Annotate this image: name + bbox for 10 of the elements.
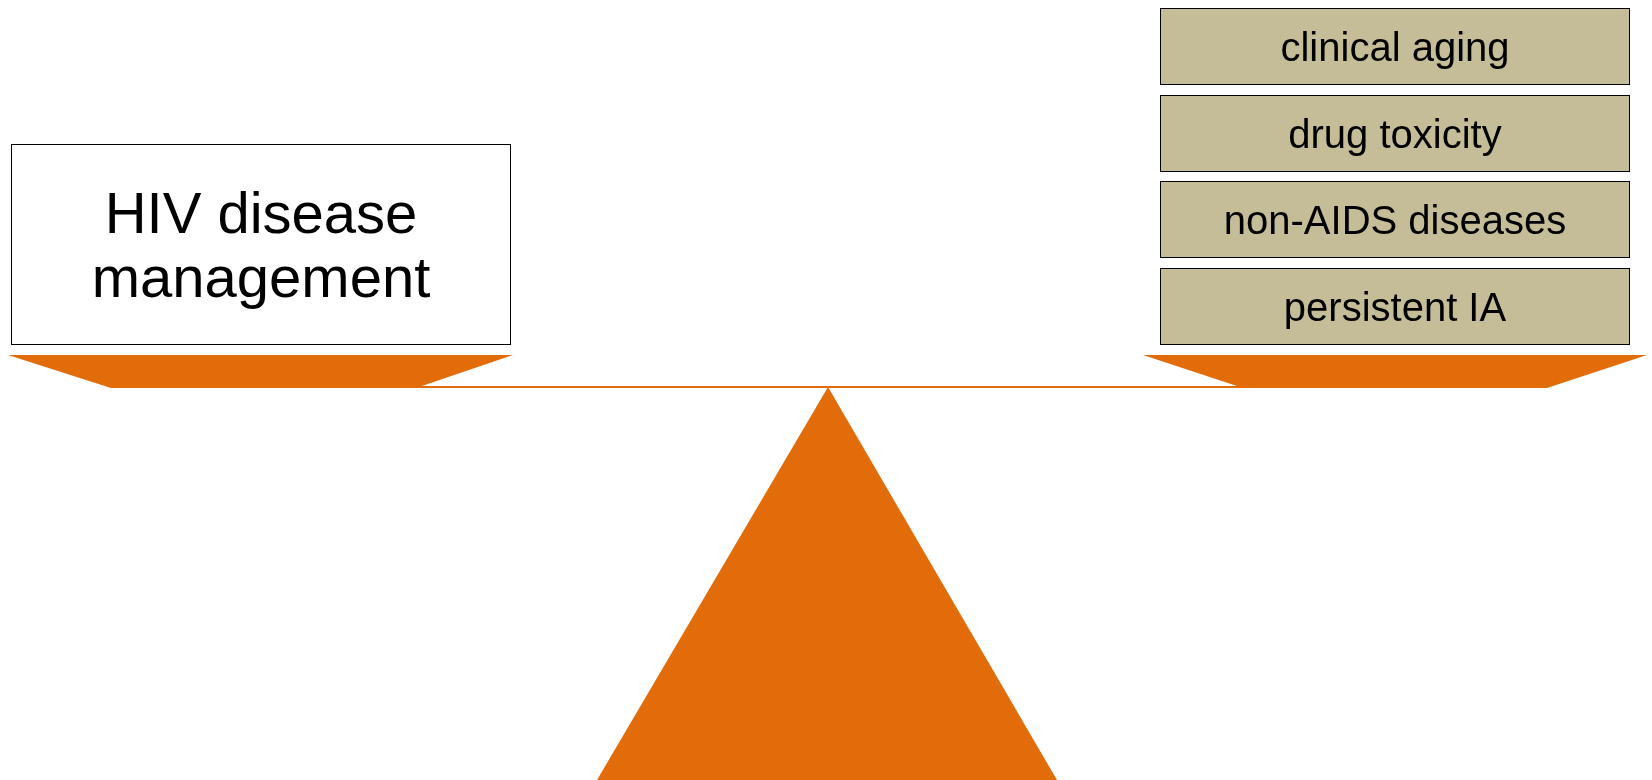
label-box [11,144,511,345]
box-label: persistent IA [1283,284,1507,329]
box-label: HIV disease management [90,180,432,309]
box-label: drug toxicity [1288,111,1502,156]
factor-box [1160,8,1630,85]
factor-box [1160,268,1630,345]
factor-box [1160,95,1630,172]
box-label: clinical aging [1280,24,1510,69]
factor-box [1160,181,1630,258]
box-label: non-AIDS diseases [1223,197,1567,242]
